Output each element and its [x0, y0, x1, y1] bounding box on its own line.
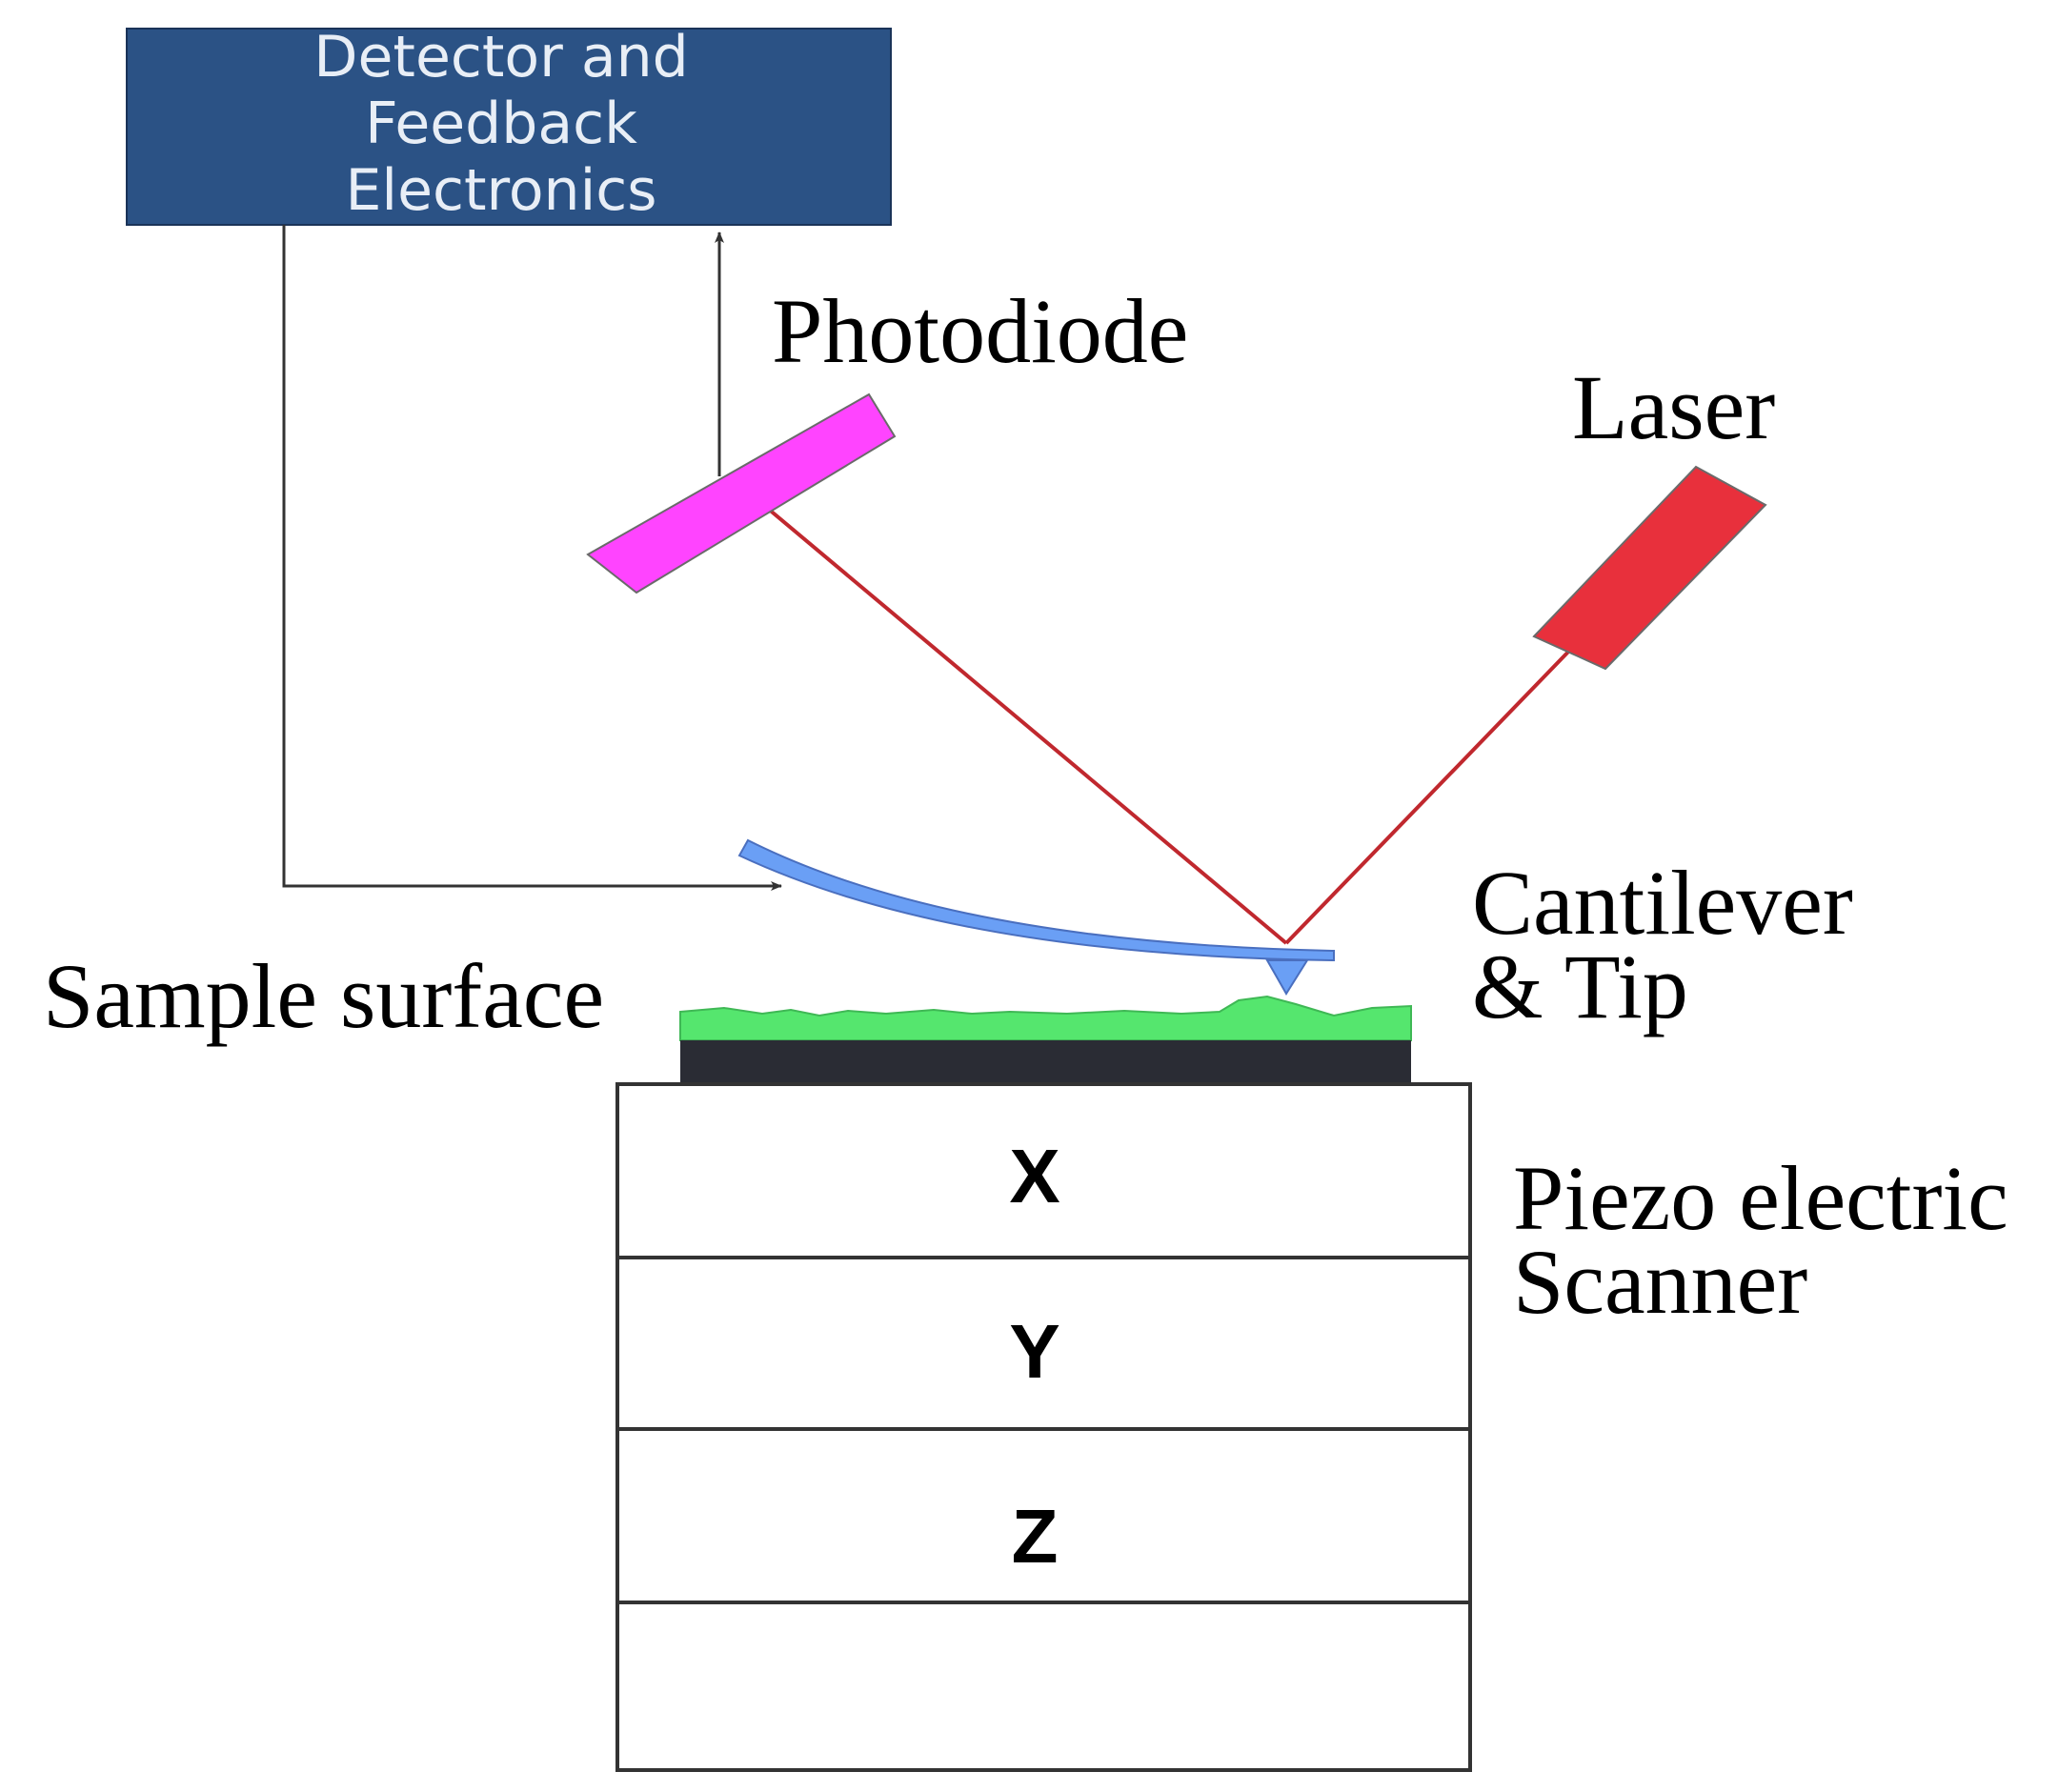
detector-feedback-box: Detector and Feedback Electronics [126, 24, 892, 226]
scanner-layer-z [615, 1427, 1472, 1604]
sample-surface-label: Sample surface [43, 945, 604, 1047]
scanner-label-line-1: Piezo electric [1513, 1147, 2008, 1249]
photodiode-label: Photodiode [772, 280, 1188, 382]
laser-label: Laser [1572, 356, 1775, 458]
cantilever [737, 838, 1335, 962]
detector-box-line-1: Detector and [313, 24, 688, 91]
scanner-label-line-2: Scanner [1513, 1231, 1807, 1333]
photodiode [586, 393, 897, 594]
feedback-line [282, 225, 782, 891]
scanner-layer-z-label: Z [1012, 1494, 1059, 1579]
cantilever-label-line-2: & Tip [1472, 936, 1688, 1037]
detector-box-background [126, 28, 892, 226]
sample-substrate [680, 1040, 1411, 1082]
scanner-layer-y [615, 1256, 1472, 1431]
piezo-scanner: X Y Z [615, 1082, 1472, 1772]
cantilever-tip [1265, 959, 1309, 996]
detector-box-line-3: Electronics [345, 157, 656, 224]
reflected-laser-beam [765, 506, 1288, 945]
detector-box-line-2: Feedback [365, 91, 637, 157]
laser [1532, 465, 1767, 671]
sample-surface [679, 995, 1412, 1041]
scanner-layer-base [615, 1601, 1472, 1772]
scanner-layer-y-label: Y [1009, 1309, 1059, 1394]
cantilever-label-line-1: Cantilever [1472, 852, 1853, 954]
incident-laser-beam [1284, 646, 1574, 945]
scanner-layer-x-label: X [1009, 1134, 1059, 1218]
